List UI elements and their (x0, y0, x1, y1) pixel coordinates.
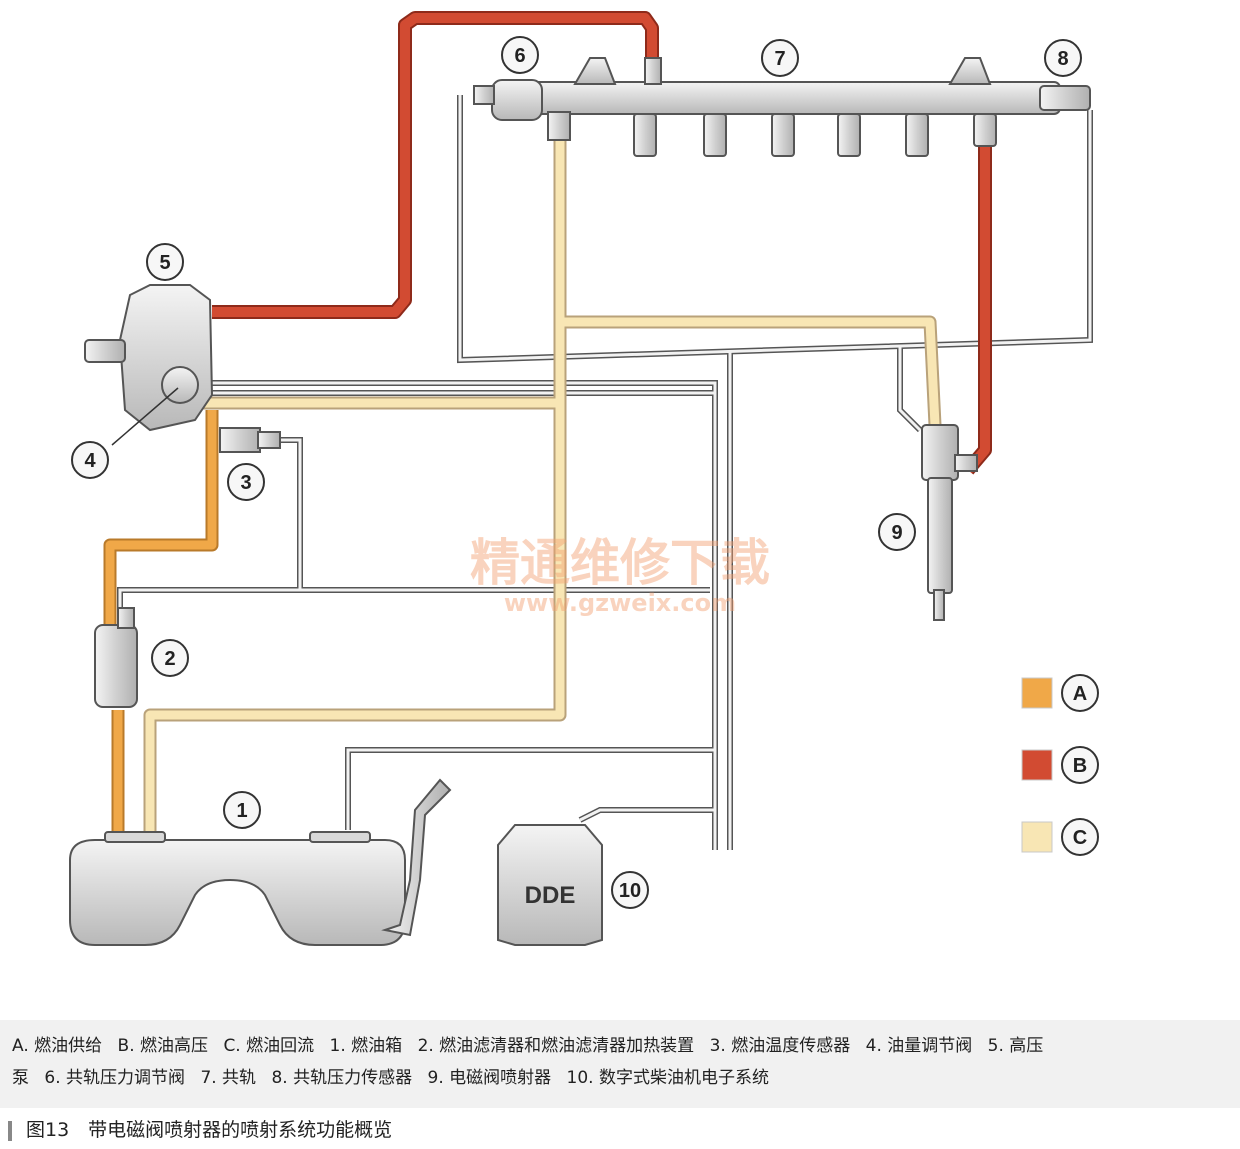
svg-text:10: 10 (619, 880, 641, 902)
svg-text:C: C (1073, 827, 1087, 849)
caption-item: 泵 (12, 1068, 29, 1088)
callout-3: 3 (227, 463, 265, 501)
svg-text:3: 3 (240, 472, 251, 494)
figure-title: 图13 带电磁阀喷射器的喷射系统功能概览 (0, 1115, 900, 1145)
caption-line-1: A. 燃油供给 B. 燃油高压 C. 燃油回流 1. 燃油箱 2. 燃油滤清器和… (12, 1030, 1230, 1062)
callout-9: 9 (878, 513, 916, 551)
watermark-url: www.gzweix.com (504, 589, 736, 617)
fuel-system-diagram: DDE 1 2 3 4 5 6 7 8 9 10 A B C (69, 11, 1099, 946)
svg-text:2: 2 (164, 648, 175, 670)
legend: A B C (1021, 674, 1099, 856)
callout-7: 7 (761, 39, 799, 77)
high-pressure-pump (84, 284, 214, 432)
caption-item: 10. 数字式柴油机电子系统 (566, 1068, 769, 1088)
legend-item-a: A (1021, 674, 1099, 712)
svg-text:5: 5 (159, 252, 170, 274)
caption-box: A. 燃油供给 B. 燃油高压 C. 燃油回流 1. 燃油箱 2. 燃油滤清器和… (0, 1020, 1240, 1108)
svg-text:1: 1 (236, 800, 247, 822)
watermark-title: 精通维修下载 (470, 533, 770, 592)
fuel-filter (94, 607, 138, 708)
callout-8: 8 (1044, 39, 1082, 77)
title-bar (8, 1120, 12, 1141)
callout-4: 4 (71, 441, 109, 479)
dde-label: DDE (525, 882, 576, 909)
callout-2: 2 (151, 639, 189, 677)
return-lines-fill (145, 130, 940, 840)
watermark: 精通维修下载 www.gzweix.com (470, 533, 770, 617)
caption-item: C. 燃油回流 (223, 1036, 315, 1056)
fuel-tank (69, 778, 452, 946)
callout-1: 1 (223, 791, 261, 829)
callout-5: 5 (146, 243, 184, 281)
svg-text:9: 9 (891, 522, 902, 544)
solenoid-injector (921, 424, 978, 621)
caption-item: 5. 高压 (987, 1036, 1044, 1056)
figure-title-text: 图13 带电磁阀喷射器的喷射系统功能概览 (26, 1119, 393, 1141)
caption-item: 1. 燃油箱 (329, 1036, 403, 1056)
caption-item: 3. 燃油温度传感器 (709, 1036, 851, 1056)
svg-text:4: 4 (84, 450, 96, 472)
svg-text:7: 7 (774, 48, 785, 70)
caption-item: 9. 电磁阀喷射器 (427, 1068, 552, 1088)
legend-item-b: B (1021, 746, 1099, 784)
common-rail (519, 57, 1091, 157)
caption-item: A. 燃油供给 (12, 1036, 103, 1056)
fuel-temperature-sensor (219, 427, 281, 453)
callout-6: 6 (501, 36, 539, 74)
callout-leader-4 (111, 387, 179, 446)
caption-item: 7. 共轨 (200, 1068, 257, 1088)
callout-10: 10 (611, 871, 649, 909)
caption-item: 2. 燃油滤清器和燃油滤清器加热装置 (417, 1036, 695, 1056)
supply-lines-fill (105, 410, 217, 840)
caption-item: 6. 共轨压力调节阀 (44, 1068, 186, 1088)
caption-text: A. 燃油供给 B. 燃油高压 C. 燃油回流 1. 燃油箱 2. 燃油滤清器和… (12, 1030, 1230, 1094)
caption-item: 8. 共轨压力传感器 (271, 1068, 413, 1088)
caption-item: 4. 油量调节阀 (865, 1036, 973, 1056)
svg-text:8: 8 (1057, 48, 1068, 70)
callouts: 1 2 3 4 5 6 7 8 9 10 (71, 36, 1082, 909)
dde-control-unit: DDE (497, 824, 603, 946)
svg-text:A: A (1073, 683, 1087, 705)
caption-item: B. 燃油高压 (117, 1036, 209, 1056)
caption-line-2: 泵 6. 共轨压力调节阀 7. 共轨 8. 共轨压力传感器 9. 电磁阀喷射器 … (12, 1062, 1230, 1094)
svg-text:6: 6 (514, 45, 525, 67)
legend-item-c: C (1021, 818, 1099, 856)
return-lines (143, 130, 942, 840)
pressure-control-valve (473, 79, 543, 121)
svg-text:B: B (1073, 755, 1087, 777)
